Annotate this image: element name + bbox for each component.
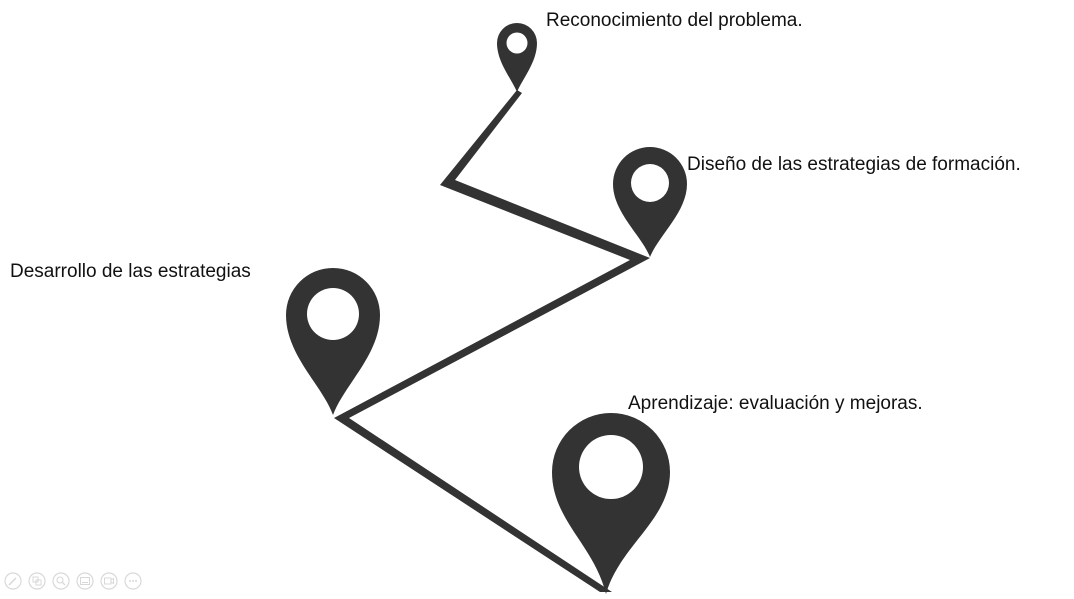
subtitles-icon [76,572,94,590]
location-pin-icon [497,23,537,92]
zoom-icon [52,572,70,590]
route-path [334,90,650,592]
camera-off-icon [100,572,118,590]
camera-button[interactable] [100,572,118,590]
location-pin-icon [286,267,381,415]
slides-grid-button[interactable] [28,572,46,590]
location-pin-icon [613,147,687,257]
pen-icon [4,572,22,590]
step-label-1: Reconocimiento del problema. [546,10,803,31]
zoom-button[interactable] [52,572,70,590]
subtitles-button[interactable] [76,572,94,590]
pen-button[interactable] [4,572,22,590]
step-label-3: Desarrollo de las estrategias [10,261,251,282]
more-options-button[interactable] [124,572,142,590]
slides-grid-icon [28,572,46,590]
location-pin-icon [552,413,670,594]
step-label-4: Aprendizaje: evaluación y mejoras. [628,393,923,414]
more-options-icon [124,572,142,590]
step-label-2: Diseño de las estrategias de formación. [687,154,1021,175]
presentation-toolbar [4,571,142,591]
